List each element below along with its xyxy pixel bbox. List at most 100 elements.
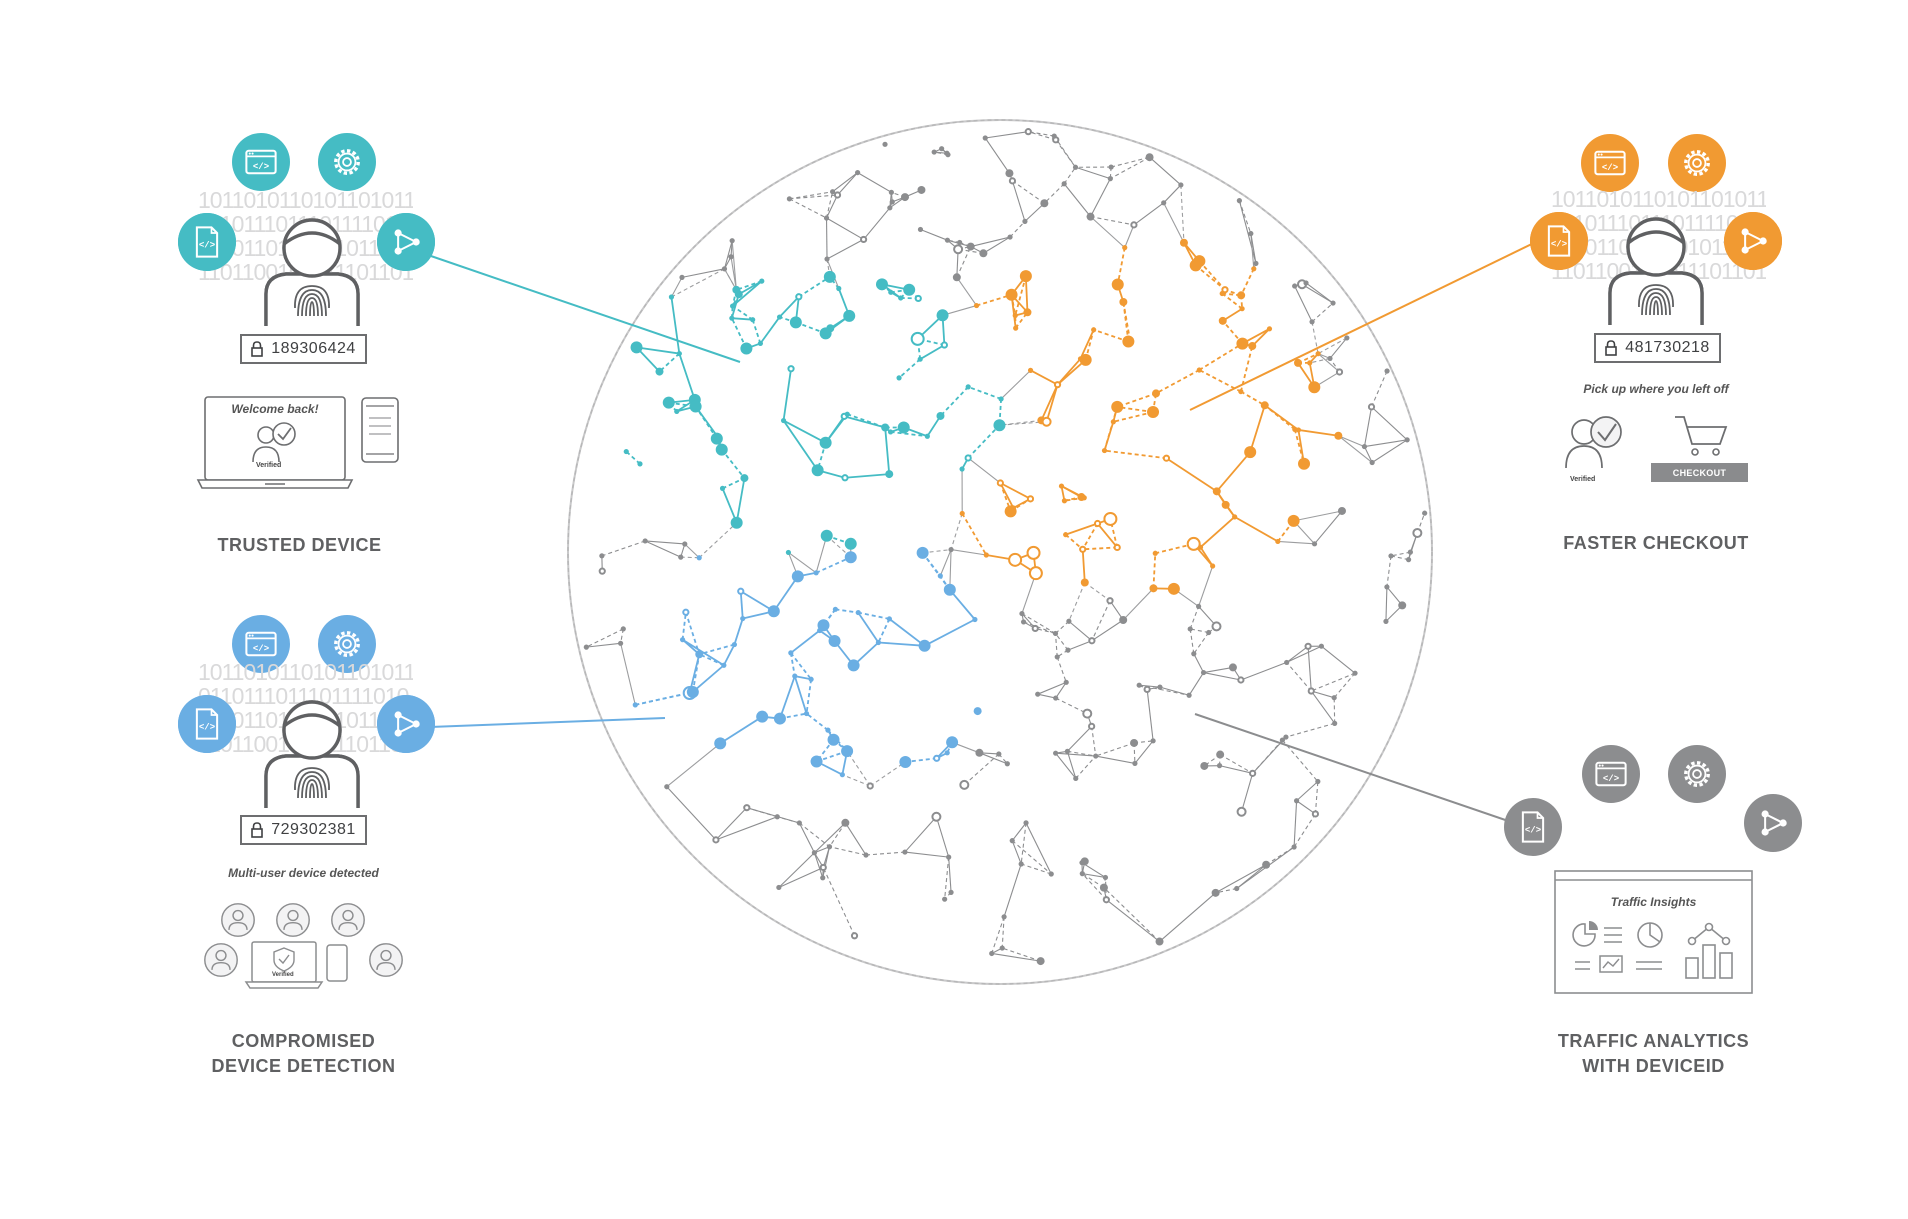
network-link xyxy=(1329,337,1348,359)
network-node xyxy=(1311,810,1320,818)
network-link xyxy=(816,750,848,763)
network-link xyxy=(1240,390,1266,407)
network-link xyxy=(1084,582,1111,602)
network-node xyxy=(887,429,894,435)
network-link xyxy=(999,482,1031,500)
network-link xyxy=(793,675,808,714)
network-node xyxy=(787,365,795,373)
network-node xyxy=(966,242,975,251)
network-node xyxy=(1077,493,1086,502)
network-node xyxy=(1344,335,1350,341)
connector-checkout xyxy=(1189,239,1541,411)
network-link xyxy=(620,643,636,705)
network-node xyxy=(789,316,802,329)
network-link xyxy=(1159,892,1216,942)
network-link xyxy=(1090,216,1135,226)
network-node xyxy=(1019,270,1032,283)
network-node xyxy=(817,627,823,634)
checkout-button[interactable]: CHECKOUT xyxy=(1651,463,1748,482)
network-link xyxy=(1030,369,1058,386)
network-link xyxy=(878,641,925,647)
network-link xyxy=(680,556,700,559)
network-link xyxy=(1363,406,1373,447)
network-link xyxy=(1286,645,1322,663)
user-icon xyxy=(276,903,310,937)
network-link xyxy=(779,675,796,719)
network-link xyxy=(723,268,737,291)
network-node xyxy=(803,710,810,717)
network-node xyxy=(1211,621,1222,632)
network-link xyxy=(798,276,831,298)
network-node xyxy=(1187,626,1193,632)
caption-faster-checkout: FASTER CHECKOUT xyxy=(1563,533,1749,553)
network-node xyxy=(910,331,925,346)
network-link xyxy=(1317,353,1340,373)
network-node xyxy=(998,396,1004,402)
network-node xyxy=(1111,278,1124,291)
network-node xyxy=(946,736,959,749)
panel-title: Traffic Insights xyxy=(1610,895,1697,909)
traffic-panel-art xyxy=(1554,870,1753,994)
network-node xyxy=(1398,601,1407,610)
network-node xyxy=(737,587,745,595)
network-link xyxy=(950,549,987,556)
network-node xyxy=(939,146,945,152)
network-link xyxy=(1023,621,1056,634)
network-node xyxy=(953,244,964,255)
network-node xyxy=(1065,647,1071,653)
network-node xyxy=(973,302,980,309)
network-link xyxy=(625,450,641,465)
network-node xyxy=(847,659,860,672)
network-node xyxy=(1369,459,1375,466)
network-link xyxy=(858,611,890,620)
network-node xyxy=(767,605,780,618)
network-link xyxy=(1301,283,1334,304)
network-node xyxy=(1405,557,1412,563)
network-node xyxy=(1086,212,1095,221)
network-link xyxy=(1305,282,1334,304)
network-link xyxy=(1159,686,1190,696)
network-link xyxy=(1082,546,1118,551)
network-node xyxy=(1315,351,1321,357)
network-link xyxy=(1163,202,1185,244)
network-node xyxy=(1307,687,1315,695)
network-node xyxy=(944,237,951,243)
network-link xyxy=(1215,864,1267,894)
network-node xyxy=(1361,443,1368,450)
network-node xyxy=(1293,358,1302,367)
network-link xyxy=(1190,628,1209,634)
network-link xyxy=(1028,131,1056,141)
network-link xyxy=(898,358,921,379)
network-node xyxy=(959,510,965,517)
network-link xyxy=(1152,553,1157,589)
network-link xyxy=(1037,693,1056,699)
network-node xyxy=(888,189,894,195)
network-link xyxy=(956,246,972,278)
network-link xyxy=(1238,200,1257,264)
network-link xyxy=(798,822,815,854)
network-node xyxy=(1216,763,1223,769)
network-link xyxy=(1079,329,1095,360)
network-link xyxy=(699,643,735,656)
network-node xyxy=(1262,860,1271,869)
network-link xyxy=(884,427,891,475)
caption-trusted-device: TRUSTED DEVICE xyxy=(217,535,382,555)
device-id-field: 189306424 xyxy=(240,334,367,364)
network-node xyxy=(1051,133,1057,139)
network-link xyxy=(877,618,891,643)
network-node xyxy=(1079,871,1085,877)
network-node xyxy=(1110,419,1116,425)
network-link xyxy=(1219,765,1253,774)
network-node xyxy=(1093,753,1099,759)
network-link xyxy=(733,618,744,645)
network-link xyxy=(1240,661,1287,681)
network-link xyxy=(1277,540,1315,545)
network-node xyxy=(712,836,720,844)
network-link xyxy=(586,642,621,648)
network-link xyxy=(1056,656,1067,683)
network-link xyxy=(1067,725,1093,752)
caption-compromised-line2: DEVICE DETECTION xyxy=(211,1056,396,1076)
network-link xyxy=(1063,183,1091,217)
network-node xyxy=(824,256,830,262)
network-link xyxy=(949,549,952,590)
